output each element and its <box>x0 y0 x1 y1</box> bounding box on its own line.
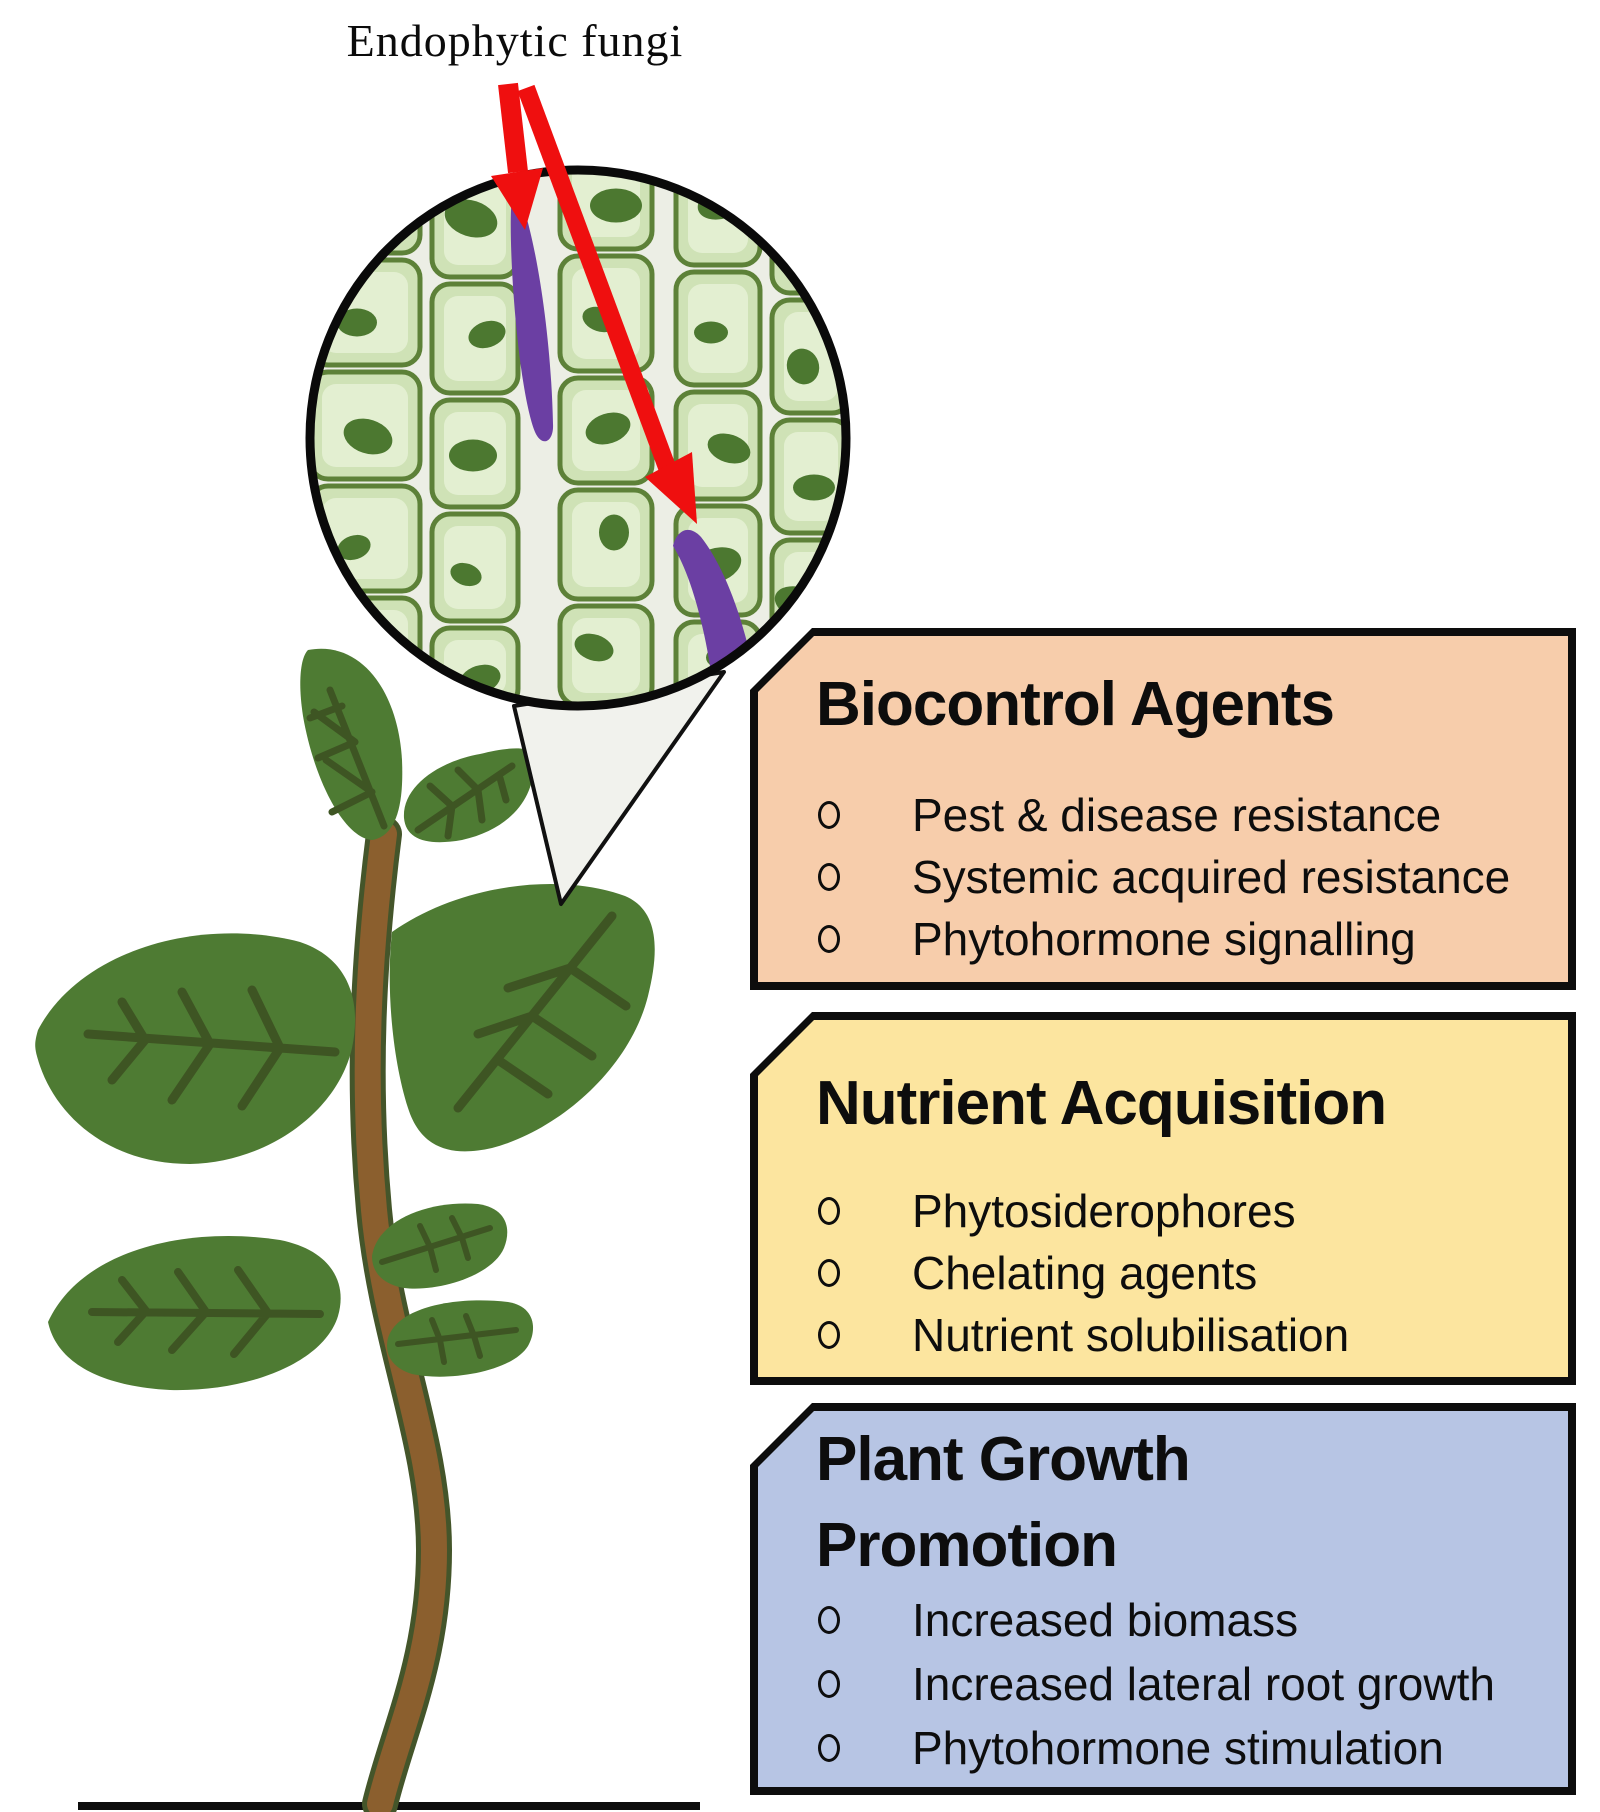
list-item: Increased biomass <box>818 1588 1568 1652</box>
list-item: Chelating agents <box>818 1242 1568 1304</box>
box-list-biocontrol: Pest & disease resistance Systemic acqui… <box>758 784 1568 970</box>
circle-bullet-icon <box>818 800 840 829</box>
list-item: Phytosiderophores <box>818 1180 1568 1242</box>
cell-nucleus <box>356 178 386 201</box>
cell-nucleus <box>590 188 642 223</box>
figure-label: Endophytic fungi <box>346 15 684 66</box>
cell-nucleus <box>793 210 841 243</box>
box-list-nutrient: Phytosiderophores Chelating agents Nutri… <box>758 1180 1568 1366</box>
cell-nucleus <box>707 433 751 464</box>
cell-nucleus <box>468 320 506 349</box>
list-item: Systemic acquired resistance <box>818 846 1568 908</box>
pointer-arrows <box>491 82 697 524</box>
circle-bullet-icon <box>818 1734 840 1763</box>
list-item-label: Systemic acquired resistance <box>912 850 1511 903</box>
cell-nucleus <box>449 439 497 472</box>
circle-bullet-icon <box>818 924 840 953</box>
benefit-box-nutrient-body: Nutrient Acquisition Phytosiderophores C… <box>758 1020 1568 1377</box>
plant-leaves <box>35 648 655 1391</box>
list-item: Phytohormone signalling <box>818 908 1568 970</box>
cell-nucleus <box>337 308 377 337</box>
leaf-mid-right <box>389 884 655 1152</box>
circle-bullet-icon <box>818 1196 840 1225</box>
fungal-hypha-1 <box>510 191 554 442</box>
list-item-label: Pest & disease resistance <box>912 788 1442 841</box>
cell-nucleus <box>444 199 498 238</box>
circle-bullet-icon <box>818 1258 840 1287</box>
list-item-label: Increased lateral root growth <box>912 1658 1495 1711</box>
benefit-box-biocontrol-body: Biocontrol Agents Pest & disease resista… <box>758 636 1568 982</box>
magnifier-circle-border <box>305 165 851 711</box>
circle-bullet-icon <box>818 1606 840 1635</box>
list-item-label: Phytohormone stimulation <box>912 1722 1444 1775</box>
leaf-mid-left <box>35 933 356 1164</box>
cell-nucleus <box>343 418 393 455</box>
list-item: Pest & disease resistance <box>818 784 1568 846</box>
cell-nucleus <box>337 534 371 561</box>
box-title-biocontrol: Biocontrol Agents <box>816 670 1335 739</box>
box-list-growth: Increased biomass Increased lateral root… <box>758 1588 1568 1780</box>
leaf-top-left <box>300 648 403 840</box>
leaf-low-right-upper <box>372 1203 508 1289</box>
leaf-low-right-lower <box>387 1300 534 1377</box>
list-item-label: Phytohormone signalling <box>912 912 1416 965</box>
box-title-growth: Plant Growth Promotion <box>816 1425 1191 1580</box>
benefit-box-nutrient: Nutrient Acquisition Phytosiderophores C… <box>750 1012 1576 1385</box>
list-item-label: Nutrient solubilisation <box>912 1308 1350 1361</box>
cell-nucleus <box>585 412 631 445</box>
leaf-top-right <box>403 748 534 843</box>
list-item: Phytohormone stimulation <box>818 1716 1568 1780</box>
cell-cytoplasm <box>322 173 408 241</box>
list-item-label: Chelating agents <box>912 1246 1258 1299</box>
box-title-nutrient: Nutrient Acquisition <box>816 1069 1387 1138</box>
benefit-box-growth-body: Plant Growth Promotion Increased biomass… <box>758 1411 1568 1787</box>
list-item-label: Increased biomass <box>912 1594 1299 1647</box>
cell-nucleus <box>786 348 820 385</box>
arrow-to-hypha-1 <box>491 82 543 230</box>
circle-bullet-icon <box>818 862 840 891</box>
cell-nucleus <box>599 514 629 551</box>
list-item-label: Phytosiderophores <box>912 1184 1296 1237</box>
benefit-box-biocontrol: Biocontrol Agents Pest & disease resista… <box>750 628 1576 990</box>
cell-nucleus <box>793 474 835 501</box>
list-item: Nutrient solubilisation <box>818 1304 1568 1366</box>
cell-nucleus <box>694 321 728 344</box>
leaf-low-left <box>48 1236 341 1391</box>
cell-nucleus <box>574 633 614 662</box>
circle-bullet-icon <box>818 1670 840 1699</box>
benefit-box-growth: Plant Growth Promotion Increased biomass… <box>750 1403 1576 1795</box>
plant-cell <box>769 179 843 296</box>
list-item: Increased lateral root growth <box>818 1652 1568 1716</box>
cell-nucleus <box>352 630 396 661</box>
arrow-to-hypha-2 <box>517 84 697 524</box>
circle-bullet-icon <box>818 1320 840 1349</box>
cell-nucleus <box>450 562 482 587</box>
cell-cytoplasm <box>784 194 838 281</box>
